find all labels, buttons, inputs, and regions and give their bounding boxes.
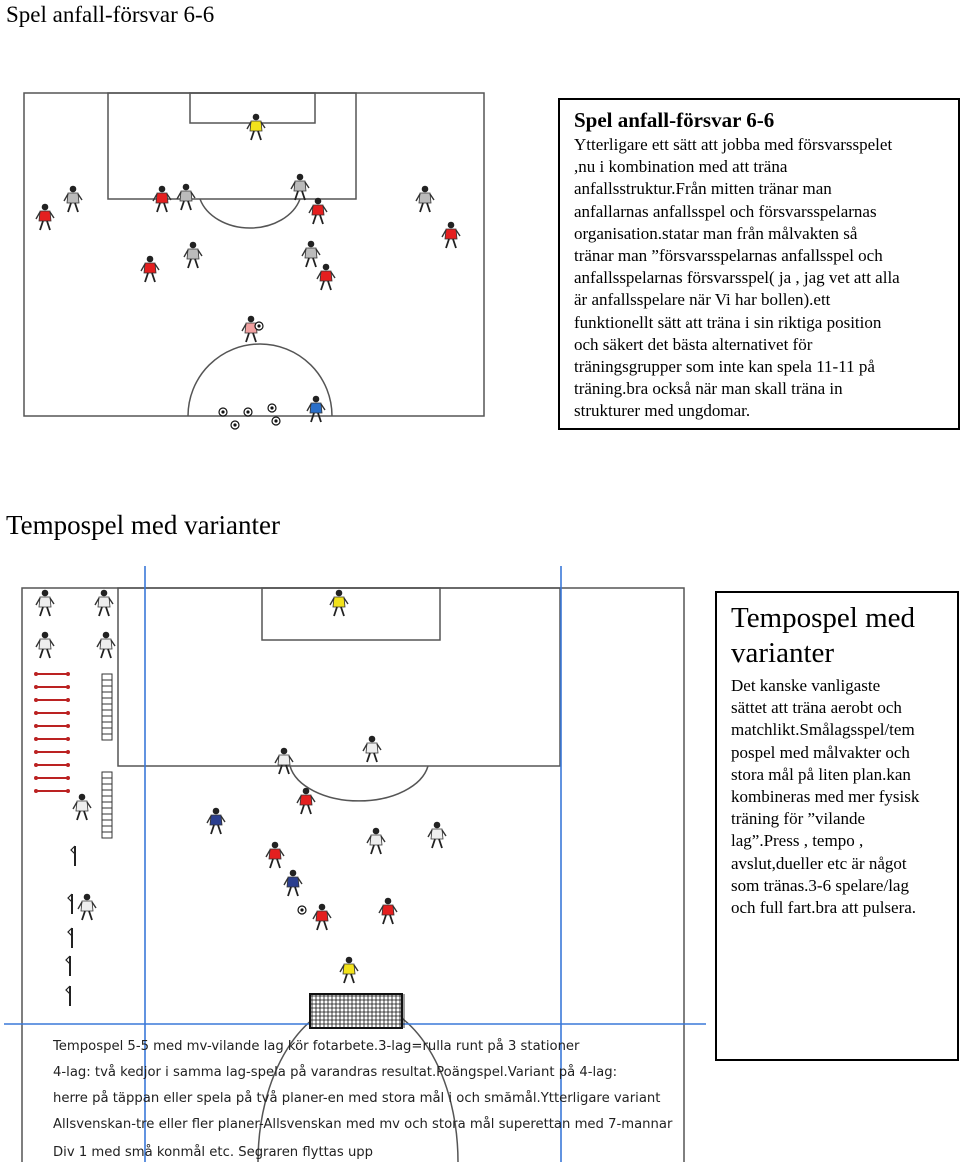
pole-icon [65, 985, 71, 1006]
players-layer [35, 113, 461, 430]
center-circle-arc [187, 343, 333, 417]
caption-line: Tempospel 5-5 med mv-vilande lag kör fot… [52, 1037, 580, 1054]
penalty-arc [289, 765, 429, 802]
player-figure-red [378, 897, 398, 925]
ball-icon [243, 407, 253, 417]
ball-icon [218, 407, 228, 417]
player-figure-red [265, 841, 285, 869]
goal-box [189, 92, 316, 124]
caption-line: Allsvenskan-tre eller fler planer-Allsve… [53, 1115, 673, 1132]
pole-icon [67, 927, 73, 948]
defender-figure [301, 240, 321, 268]
goalkeeper-figure [246, 113, 266, 141]
attacker-figure [152, 185, 172, 213]
caption-line: Div 1 med små konmål etc. Segraren flytt… [53, 1143, 373, 1160]
attacker-figure [308, 197, 328, 225]
player-figure-white [72, 793, 92, 821]
hurdle-icon [34, 672, 70, 676]
section-heading-tempospel: Tempospel med varianter [6, 510, 281, 540]
attacker-figure [35, 203, 55, 231]
penalty-box [117, 587, 561, 767]
player-figure-white [427, 821, 447, 849]
player-figure-white [366, 827, 386, 855]
hurdle-icon [34, 737, 70, 741]
pole-icon [65, 955, 71, 976]
pole-icon [70, 845, 76, 866]
penalty-arc [199, 198, 301, 229]
pole-icon [67, 893, 73, 914]
players-layer [35, 589, 447, 984]
player-figure-white [77, 893, 97, 921]
defender-figure [183, 241, 203, 269]
ball-icon [267, 403, 277, 413]
box-body: Ytterligare ett sätt att jobba med försv… [574, 135, 900, 421]
small-goal-icon [309, 993, 405, 1029]
hurdle-icon [34, 711, 70, 715]
player-figure-red [312, 903, 332, 931]
attacker-figure [316, 263, 336, 291]
player-figure-white [94, 589, 114, 617]
player-figure-white [274, 747, 294, 775]
player-figure-red [296, 787, 316, 815]
diagram-caption: Tempospel 5-5 med mv-vilande lag kör fot… [52, 1037, 673, 1160]
ball-icon [271, 416, 281, 426]
goalkeeper-figure [339, 956, 359, 984]
defender-figure [176, 183, 196, 211]
player-figure-blue [283, 869, 303, 897]
description-box-anfall-forsvar: Spel anfall-försvar 6-6 Ytterligare ett … [558, 98, 960, 430]
box-body: Det kanske vanligaste sättet att träna a… [731, 676, 920, 918]
goal-box [261, 587, 441, 641]
player-figure-white [35, 589, 55, 617]
ball-icon [230, 420, 240, 430]
pitch-diagram-tempospel: Tempospel 5-5 med mv-vilande lag kör fot… [4, 566, 706, 1162]
player-figure-blue [206, 807, 226, 835]
player-figure-white [35, 631, 55, 659]
section-heading-anfall-forsvar: Spel anfall-försvar 6-6 [6, 2, 215, 27]
ball-icon [297, 905, 307, 915]
training-equipment-layer [34, 672, 113, 1006]
defender-figure [290, 173, 310, 201]
caption-line: 4-lag: två kedjor i samma lag-spela på v… [53, 1063, 617, 1080]
box-title: Spel anfall-försvar 6-6 [574, 108, 775, 132]
player-figure-white [96, 631, 116, 659]
description-box-tempospel: Tempospel med varianter Det kanske vanli… [715, 591, 959, 1061]
agility-ladder-icon [101, 673, 113, 741]
hurdle-icon [34, 724, 70, 728]
hurdle-icon [34, 763, 70, 767]
hurdle-icon [34, 776, 70, 780]
attacker-figure [441, 221, 461, 249]
coach-figure [306, 395, 326, 423]
defender-figure [63, 185, 83, 213]
penalty-box [107, 92, 357, 200]
hurdle-icon [34, 685, 70, 689]
caption-line: herre på täppan eller spela på två plane… [53, 1089, 660, 1106]
box-title: Tempospel med varianter [731, 602, 916, 669]
pitch-diagram-anfall-forsvar [23, 92, 485, 430]
pitch-boundary [23, 92, 485, 417]
ball-icon [254, 321, 264, 331]
attacker-figure [140, 255, 160, 283]
hurdle-icon [34, 698, 70, 702]
hurdle-icon [34, 789, 70, 793]
player-figure-white [362, 735, 382, 763]
goalkeeper-figure [329, 589, 349, 617]
defender-figure [415, 185, 435, 213]
hurdle-icon [34, 750, 70, 754]
agility-ladder-icon [101, 771, 113, 839]
